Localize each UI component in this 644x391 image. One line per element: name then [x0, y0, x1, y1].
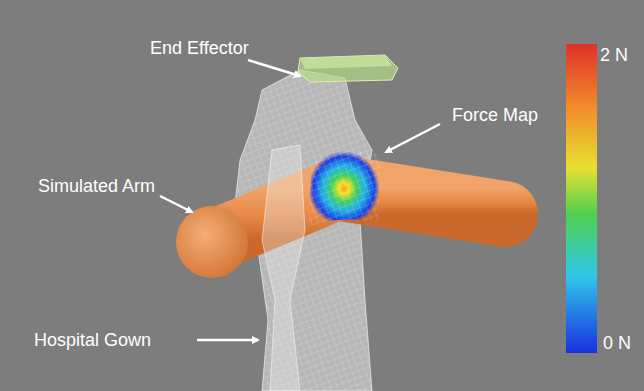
end-effector	[298, 55, 398, 82]
force-map-mesh	[308, 151, 380, 226]
part-label: Hospital Gown	[34, 329, 151, 351]
gown-front	[262, 145, 305, 391]
colorbar	[566, 44, 597, 353]
leader-arrow	[248, 60, 300, 76]
force-map	[308, 151, 380, 226]
scale-label: 2 N	[600, 44, 628, 66]
part-label: Simulated Arm	[38, 175, 155, 197]
end-effector-top	[300, 55, 392, 69]
leader-arrow	[386, 124, 440, 152]
part-label: End Effector	[150, 37, 249, 59]
leader-arrow	[160, 196, 192, 212]
part-label: Force Map	[452, 104, 538, 126]
leader-arrow	[197, 339, 258, 342]
scale-label: 0 N	[603, 332, 631, 354]
shoulder-sphere	[176, 206, 248, 278]
